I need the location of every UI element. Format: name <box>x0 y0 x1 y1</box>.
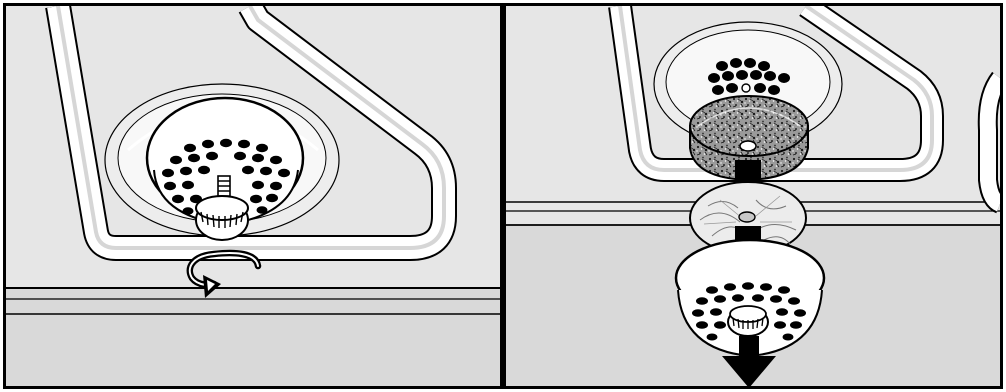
panel-unscrew-strainer <box>6 6 500 388</box>
knurled-knob <box>728 306 768 336</box>
lower-surface <box>6 288 500 388</box>
knurled-knob <box>196 196 248 240</box>
panel-remove-filter-assembly <box>506 6 1000 390</box>
